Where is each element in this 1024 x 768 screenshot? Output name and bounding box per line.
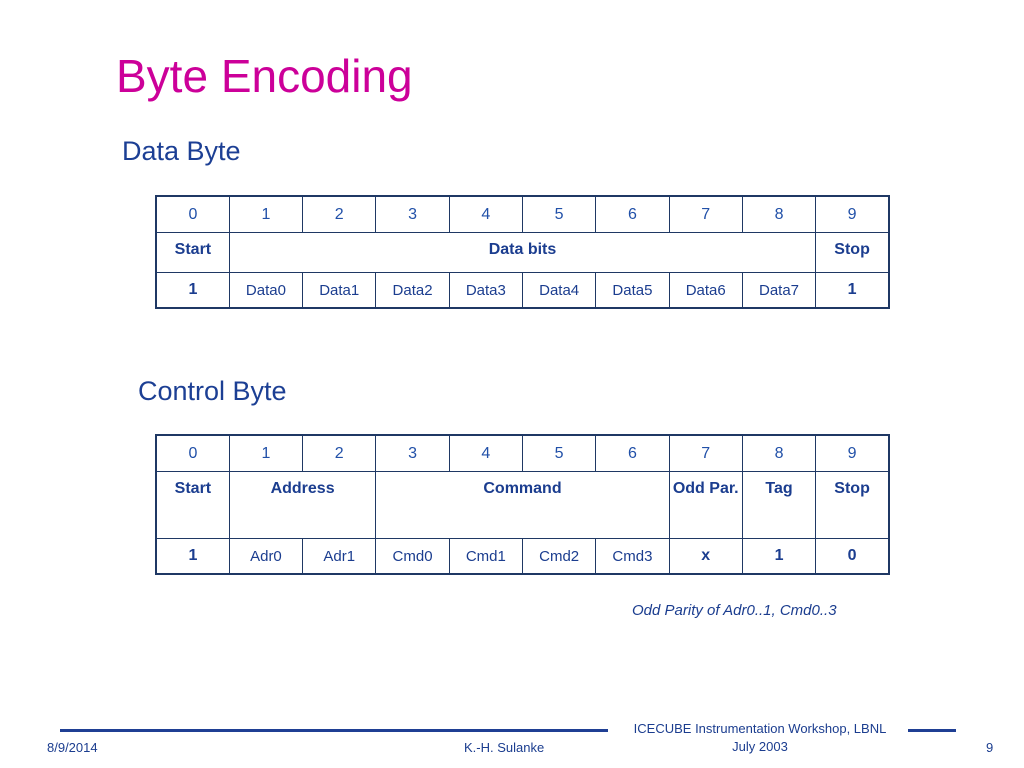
bit-index-cell: 7 — [668, 195, 743, 233]
bit-index-cell: 1 — [228, 195, 304, 233]
bit-value-cell: Data2 — [375, 272, 450, 309]
bit-index-cell: 5 — [521, 195, 597, 233]
field-label-cell: Start — [155, 232, 230, 273]
bit-index-cell: 6 — [595, 195, 670, 233]
footer-rule-left — [60, 729, 608, 732]
bit-value-cell: 1 — [741, 538, 817, 575]
footer-date: 8/9/2014 — [47, 740, 98, 755]
bit-index-cell: 3 — [375, 195, 450, 233]
bit-index-cell: 1 — [228, 434, 304, 472]
field-label-cell: Address — [228, 471, 377, 539]
bit-index-cell: 0 — [155, 195, 230, 233]
bit-value-cell: 1 — [155, 272, 230, 309]
control-byte-heading: Control Byte — [138, 376, 287, 406]
data-byte-heading: Data Byte — [122, 136, 241, 166]
bit-value-cell: Data6 — [668, 272, 743, 309]
bit-index-cell: 6 — [595, 434, 670, 472]
odd-parity-note: Odd Parity of Adr0..1, Cmd0..3 — [632, 602, 837, 619]
bit-index-cell: 4 — [448, 195, 523, 233]
bit-value-cell: 1 — [155, 538, 230, 575]
field-label-cell: Stop — [815, 232, 890, 273]
bit-value-cell: 0 — [815, 538, 890, 575]
page-title: Byte Encoding — [116, 50, 413, 102]
bit-index-cell: 8 — [741, 195, 817, 233]
bit-value-cell: Data4 — [521, 272, 597, 309]
field-label-cell: Odd Par. — [668, 471, 743, 539]
footer-rule-right — [908, 729, 956, 732]
bit-value-cell: Cmd0 — [375, 538, 450, 575]
bit-value-cell: Cmd2 — [521, 538, 597, 575]
bit-index-cell: 4 — [448, 434, 523, 472]
bit-index-cell: 2 — [302, 195, 377, 233]
bit-value-cell: Adr1 — [302, 538, 377, 575]
field-label-cell: Tag — [741, 471, 817, 539]
bit-value-cell: Data7 — [741, 272, 817, 309]
bit-value-cell: Cmd3 — [595, 538, 670, 575]
field-label-cell: Data bits — [228, 232, 817, 273]
field-label-cell: Stop — [815, 471, 890, 539]
bit-index-cell: 8 — [741, 434, 817, 472]
footer-event-line1: ICECUBE Instrumentation Workshop, LBNL — [633, 721, 887, 736]
bit-index-cell: 9 — [815, 195, 890, 233]
bit-value-cell: Adr0 — [228, 538, 304, 575]
bit-index-cell: 3 — [375, 434, 450, 472]
bit-value-cell: Data5 — [595, 272, 670, 309]
footer-event-line2: July 2003 — [732, 738, 788, 754]
bit-index-cell: 7 — [668, 434, 743, 472]
bit-index-cell: 0 — [155, 434, 230, 472]
footer-author: K.-H. Sulanke — [464, 740, 545, 755]
bit-value-cell: Cmd1 — [448, 538, 523, 575]
footer-page-number: 9 — [986, 740, 994, 755]
bit-value-cell: Data0 — [228, 272, 304, 309]
bit-value-cell: x — [668, 538, 743, 575]
bit-index-cell: 5 — [521, 434, 597, 472]
bit-index-cell: 2 — [302, 434, 377, 472]
bit-value-cell: Data1 — [302, 272, 377, 309]
bit-value-cell: Data3 — [448, 272, 523, 309]
bit-value-cell: 1 — [815, 272, 890, 309]
footer-event: ICECUBE Instrumentation Workshop, LBNL J… — [620, 720, 900, 755]
field-label-cell: Start — [155, 471, 230, 539]
field-label-cell: Command — [375, 471, 670, 539]
bit-index-cell: 9 — [815, 434, 890, 472]
